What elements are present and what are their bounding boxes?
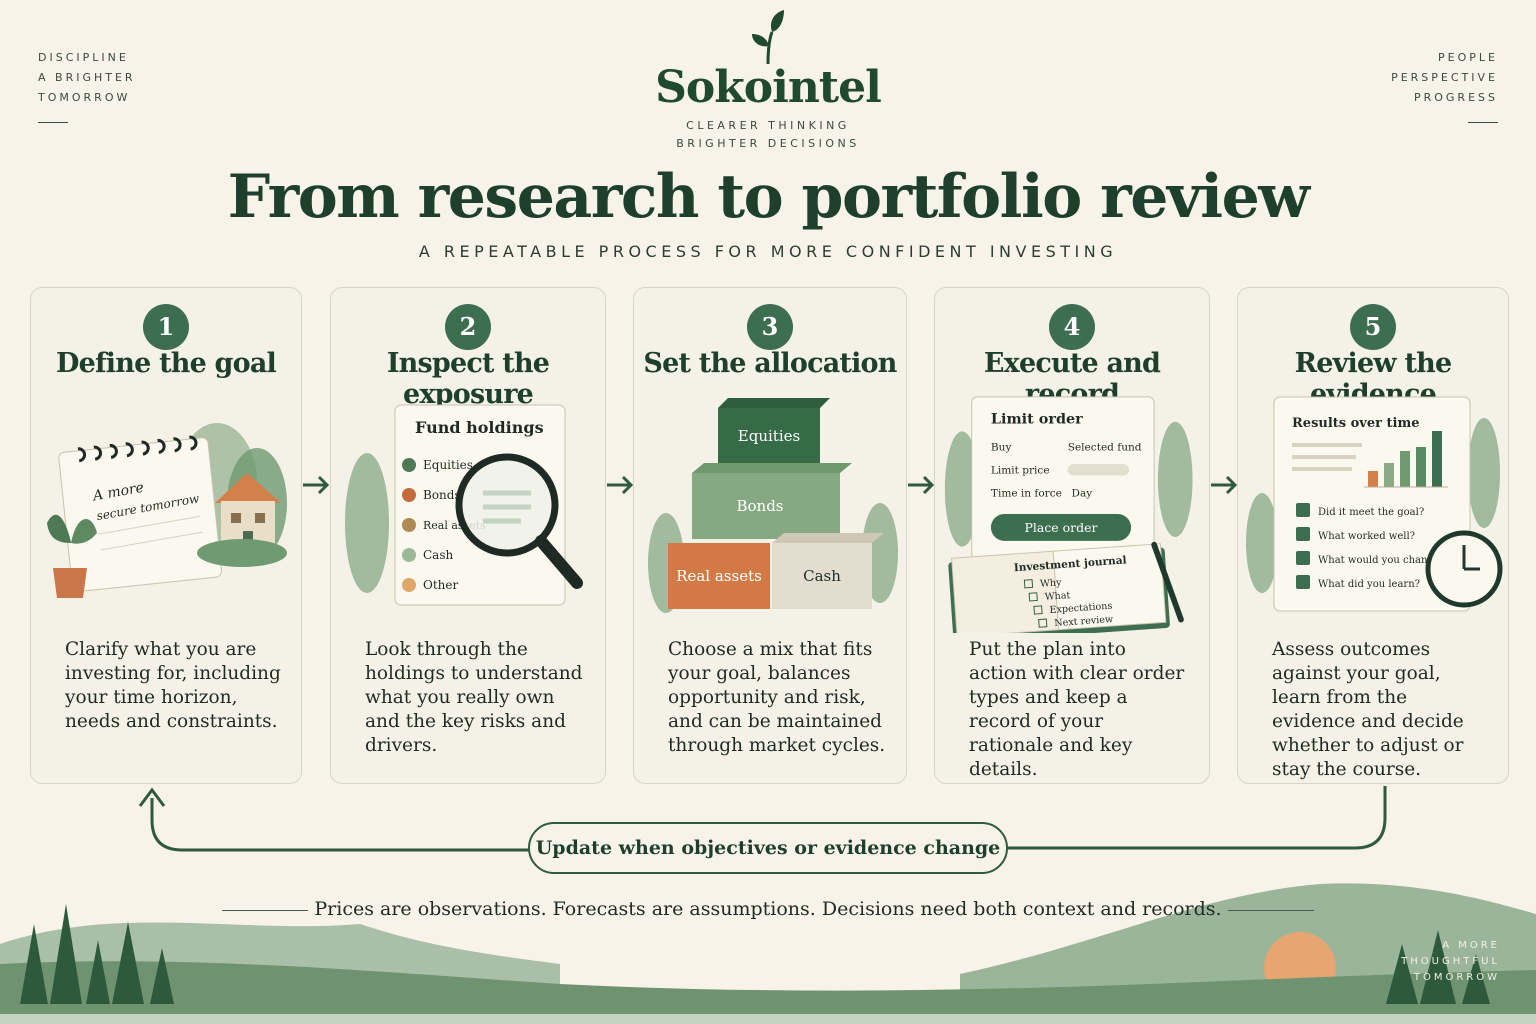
step-card-1: 1 Define the goal A more secure tomorrow… xyxy=(30,287,302,784)
checklist-item: Did it meet the goal? xyxy=(1318,507,1424,518)
corner-line: DISCIPLINE xyxy=(38,51,129,64)
order-row-value: Day xyxy=(1072,488,1093,500)
fund-holdings-illustration: Fund holdings Equities Bonds Real assets… xyxy=(345,404,583,606)
corner-line: PERSPECTIVE xyxy=(1391,71,1498,84)
step-description: Put the plan into action with clear orde… xyxy=(969,639,1185,780)
holding-label: Other xyxy=(423,578,458,592)
holding-label: Bonds xyxy=(423,488,461,502)
step-card-3: 3 Set the allocation Equities Bonds Real… xyxy=(633,287,907,784)
loop-label-pill: Update when objectives or evidence chang… xyxy=(528,822,1008,874)
arrow-right-icon xyxy=(607,475,634,495)
block-label: Bonds xyxy=(736,497,783,515)
page-title: From research to portfolio review xyxy=(227,162,1310,232)
panel-title: Fund holdings xyxy=(415,418,544,437)
corner-line: PROGRESS xyxy=(1413,91,1498,104)
order-row-label: Time in force xyxy=(991,488,1062,500)
step-card-4: 4 Execute and record Limit order Buy Sel… xyxy=(934,287,1210,784)
order-row-value: Selected fund xyxy=(1068,442,1142,454)
brand-tagline: CLEARER THINKING xyxy=(686,119,850,132)
step-description: Look through the holdings to understand … xyxy=(365,639,583,756)
footnote-rule xyxy=(1228,910,1314,911)
step-description: Choose a mix that fits your goal, balanc… xyxy=(668,639,886,756)
sprout-icon xyxy=(752,10,784,64)
order-row-label: Buy xyxy=(991,442,1012,454)
step-title: Set the allocation xyxy=(643,348,897,379)
step-number-badge: 3 xyxy=(747,304,793,350)
block-label: Cash xyxy=(803,567,841,585)
footnote: Prices are observations. Forecasts are a… xyxy=(314,898,1222,920)
corner-text-bottom-right: A MORE THOUGHTFUL TOMORROW xyxy=(1401,938,1500,986)
results-review-illustration: Results over time Did it meet the goal? … xyxy=(1246,396,1503,612)
corner-line: TOMORROW xyxy=(38,91,131,104)
corner-text-top-right: PEOPLE PERSPECTIVE PROGRESS xyxy=(1391,48,1498,123)
journal-item: Expectations xyxy=(1049,601,1113,616)
footnote-rule xyxy=(222,910,308,911)
step-title: Define the goal xyxy=(56,348,277,379)
checklist-item: What worked well? xyxy=(1318,531,1415,542)
arrow-right-icon xyxy=(908,475,935,495)
journal-item: What xyxy=(1044,590,1070,603)
step-description: Clarify what you are investing for, incl… xyxy=(65,639,281,732)
page-subtitle: A REPEATABLE PROCESS FOR MORE CONFIDENT … xyxy=(418,242,1118,261)
step-number-badge: 1 xyxy=(143,304,189,350)
place-order-label: Place order xyxy=(1025,520,1098,535)
allocation-blocks-illustration: Equities Bonds Real assets Cash xyxy=(648,398,898,613)
journal-item: Next review xyxy=(1054,614,1114,629)
limit-price-field xyxy=(1067,464,1130,476)
brand-name: Sokointel xyxy=(655,62,882,113)
corner-line: A MORE xyxy=(1442,940,1500,951)
step-description: Assess outcomes against your goal, learn… xyxy=(1272,639,1464,780)
brand-tagline: BRIGHTER DECISIONS xyxy=(676,137,860,150)
checklist-item: What did you learn? xyxy=(1318,579,1420,590)
brand-header: Sokointel CLEARER THINKING BRIGHTER DECI… xyxy=(0,10,1536,153)
block-label: Real assets xyxy=(676,567,762,585)
corner-line: THOUGHTFUL xyxy=(1401,956,1500,967)
step-number-badge: 2 xyxy=(445,304,491,350)
order-title: Limit order xyxy=(991,411,1083,428)
holding-label: Equities xyxy=(423,458,473,472)
journal-item: Why xyxy=(1040,577,1063,590)
corner-line: TOMORROW xyxy=(1413,972,1500,983)
step-number-badge: 5 xyxy=(1350,304,1396,350)
corner-rule xyxy=(38,122,68,123)
step-card-2: 2 Inspect the exposure Fund holdings Equ… xyxy=(330,287,606,784)
corner-text-top-left: DISCIPLINE A BRIGHTER TOMORROW xyxy=(38,48,136,123)
calendar-house-illustration: A more secure tomorrow xyxy=(47,423,287,598)
arrow-right-icon xyxy=(303,475,330,495)
arrow-right-icon xyxy=(1211,475,1238,495)
order-journal-illustration: Limit order Buy Selected fund Limit pric… xyxy=(944,396,1193,633)
corner-rule xyxy=(1468,122,1498,123)
landscape-illustration xyxy=(0,883,1536,1024)
block-label: Equities xyxy=(738,427,800,445)
step-card-5: 5 Review the evidence Results over time … xyxy=(1237,287,1509,784)
order-row-label: Limit price xyxy=(991,465,1050,477)
corner-line: PEOPLE xyxy=(1438,51,1498,64)
corner-line: A BRIGHTER xyxy=(38,71,136,84)
panel-title: Results over time xyxy=(1292,416,1419,431)
checklist-item: What would you change? xyxy=(1318,555,1445,566)
step-number-badge: 4 xyxy=(1049,304,1095,350)
place-order-button xyxy=(990,513,1132,541)
holding-label: Cash xyxy=(423,548,453,562)
